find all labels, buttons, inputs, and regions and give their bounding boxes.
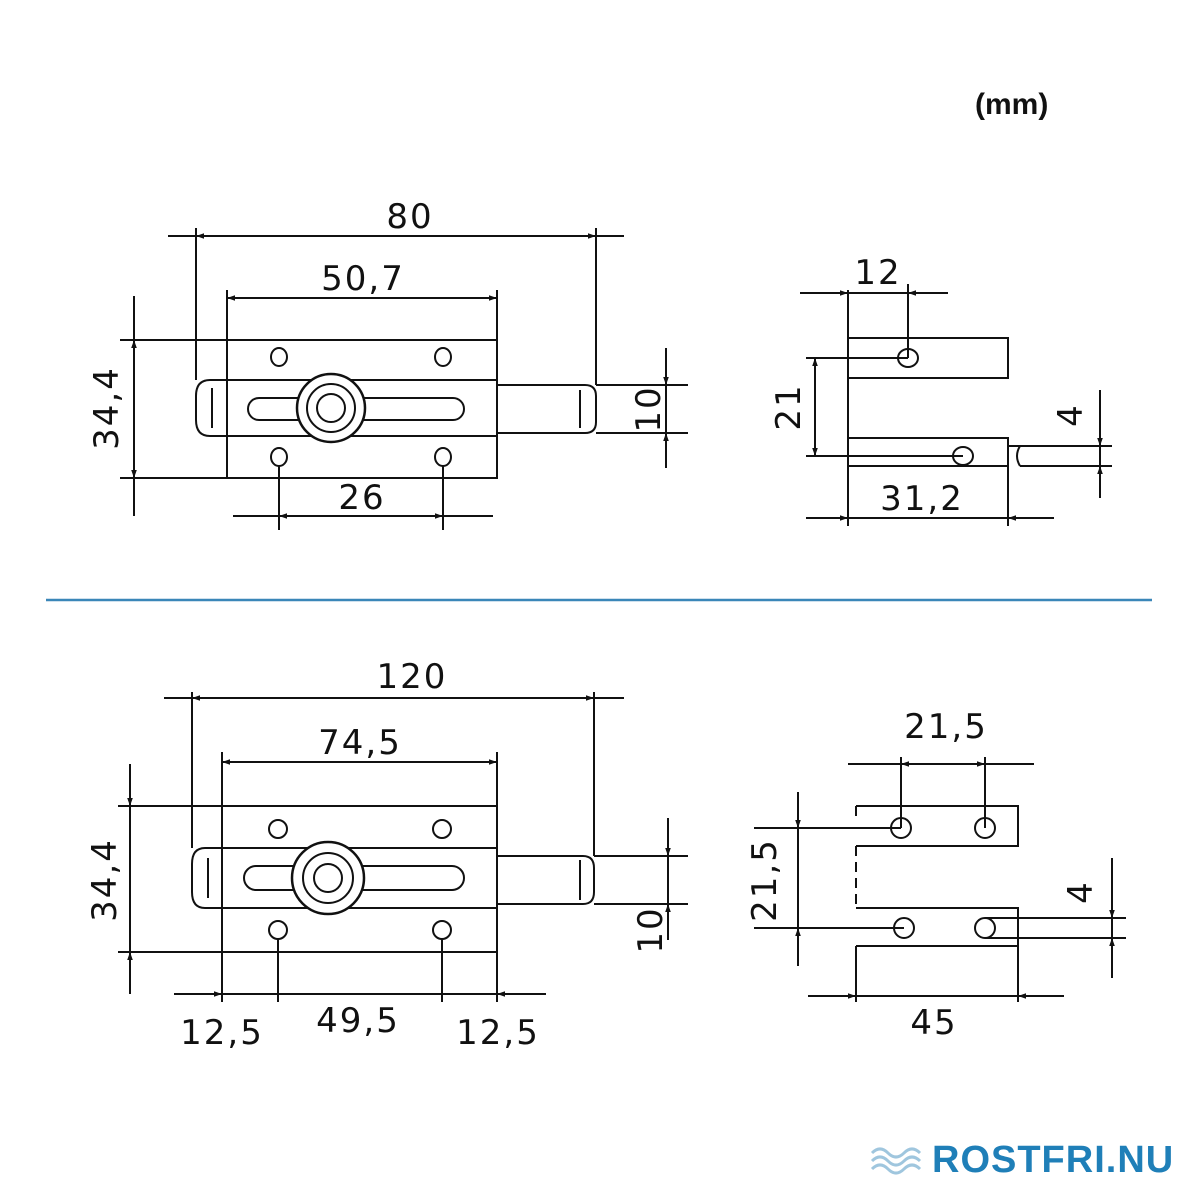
top-front-view bbox=[120, 228, 688, 530]
dim-top-bolt-diameter: 10 bbox=[629, 385, 669, 432]
dim-top-side-hole-offset: 12 bbox=[854, 253, 901, 293]
dim-bottom-side-hole-spacing: 21,5 bbox=[904, 707, 988, 747]
top-side-view bbox=[800, 284, 1112, 526]
dim-top-hole-spacing: 26 bbox=[338, 478, 385, 518]
waves-icon bbox=[870, 1147, 922, 1175]
bottom-front-view bbox=[118, 692, 688, 1002]
dim-top-side-depth: 31,2 bbox=[880, 479, 964, 519]
dim-top-height: 34,4 bbox=[87, 366, 127, 450]
dim-bottom-left-margin: 12,5 bbox=[180, 1013, 264, 1053]
dim-bottom-bolt-diameter: 10 bbox=[631, 906, 671, 953]
dim-bottom-side-hole-vertical: 21,5 bbox=[745, 838, 785, 922]
dim-top-side-hole-vertical: 21 bbox=[769, 383, 809, 430]
dim-top-plate-width: 50,7 bbox=[321, 259, 405, 299]
dim-top-overall-width: 80 bbox=[386, 197, 433, 237]
unit-label: (mm) bbox=[975, 88, 1049, 121]
dim-bottom-height: 34,4 bbox=[85, 838, 125, 922]
brand-logo: ROSTFRI.NU bbox=[870, 1138, 1174, 1182]
dim-bottom-plate-width: 74,5 bbox=[318, 723, 402, 763]
brand-name: ROSTFRI.NU bbox=[932, 1138, 1175, 1181]
dim-bottom-overall-width: 120 bbox=[377, 657, 448, 697]
dim-bottom-hole-spacing: 49,5 bbox=[316, 1001, 400, 1041]
dim-bottom-side-depth: 45 bbox=[910, 1003, 957, 1043]
dim-bottom-right-margin: 12,5 bbox=[456, 1013, 540, 1053]
dim-bottom-side-bolt-gap: 4 bbox=[1061, 880, 1101, 904]
bottom-side-view bbox=[754, 757, 1126, 1002]
dim-top-side-bolt-gap: 4 bbox=[1051, 403, 1091, 427]
